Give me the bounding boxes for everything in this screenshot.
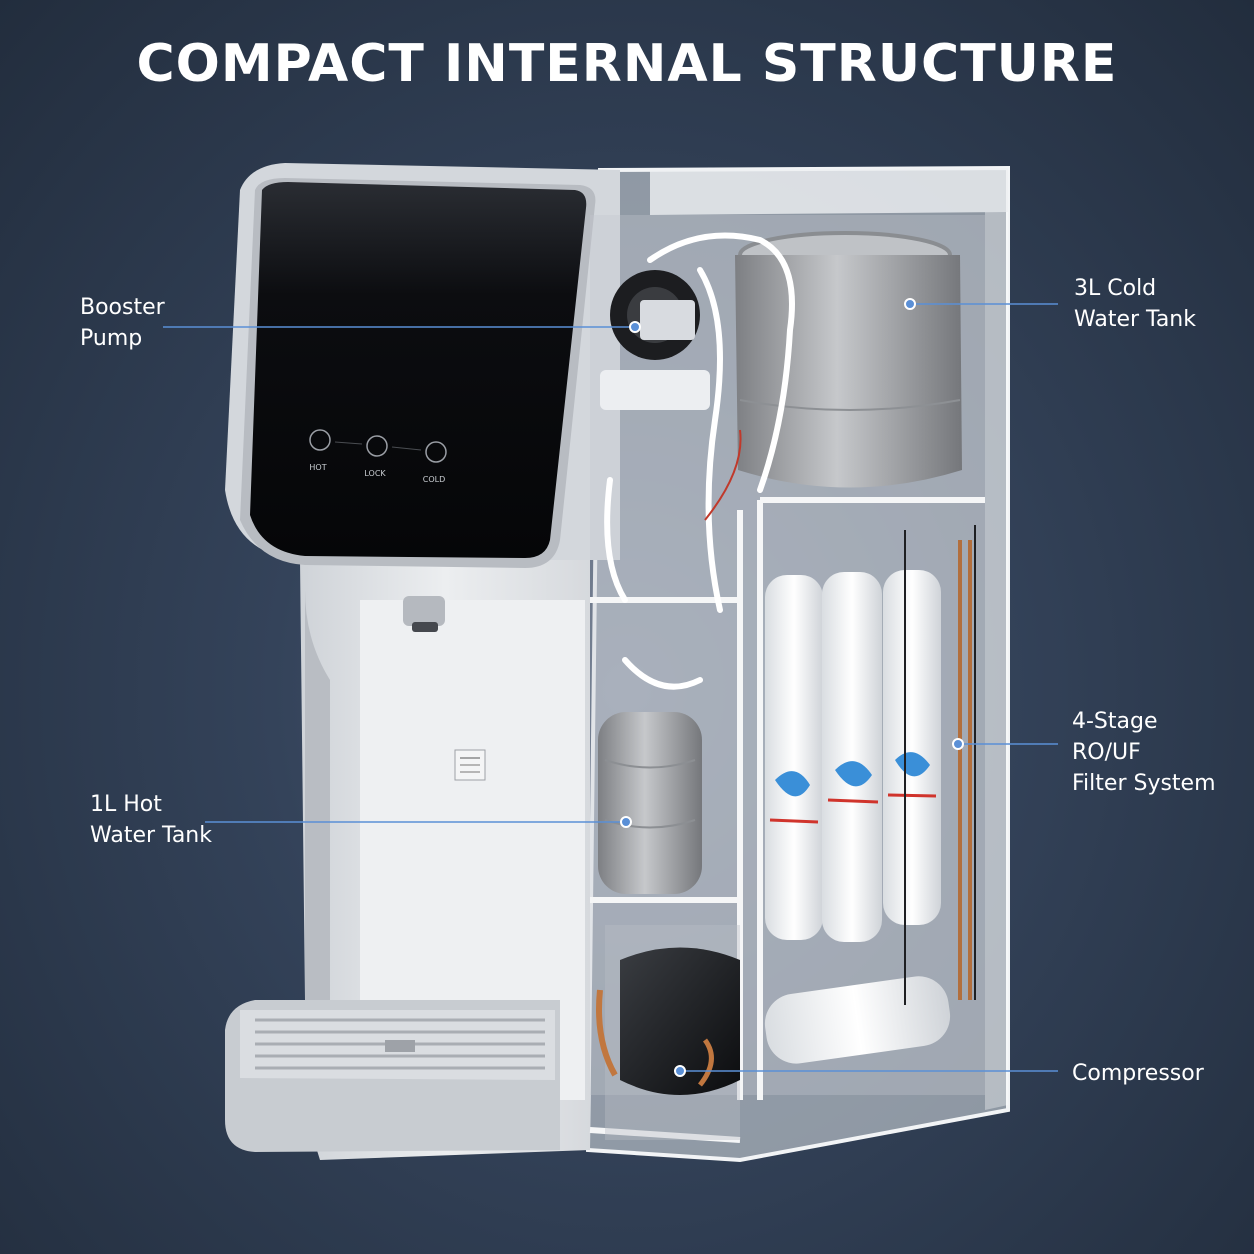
filter-marker [952,738,964,750]
hot-button-icon [309,429,331,451]
hot-button-label: HOT [309,463,326,472]
booster-pump-label: Booster Pump [80,295,165,351]
cold-tank-label: 3L Cold Water Tank [1074,276,1196,332]
cold-tank-marker [904,298,916,310]
lock-button-icon [366,435,388,457]
lock-button-label: LOCK [364,469,386,478]
hot-tank-marker [620,816,632,828]
filter-system-label: 4-Stage RO/UF Filter System [1072,709,1216,796]
cold-button-label: COLD [423,475,446,484]
compressor-marker [674,1065,686,1077]
cold-button-icon [425,441,447,463]
booster-pump-marker [629,321,641,333]
hot-tank-label: 1L Hot Water Tank [90,792,212,848]
page-title: COMPACT INTERNAL STRUCTURE [136,34,1118,94]
compressor-label: Compressor [1072,1061,1204,1086]
